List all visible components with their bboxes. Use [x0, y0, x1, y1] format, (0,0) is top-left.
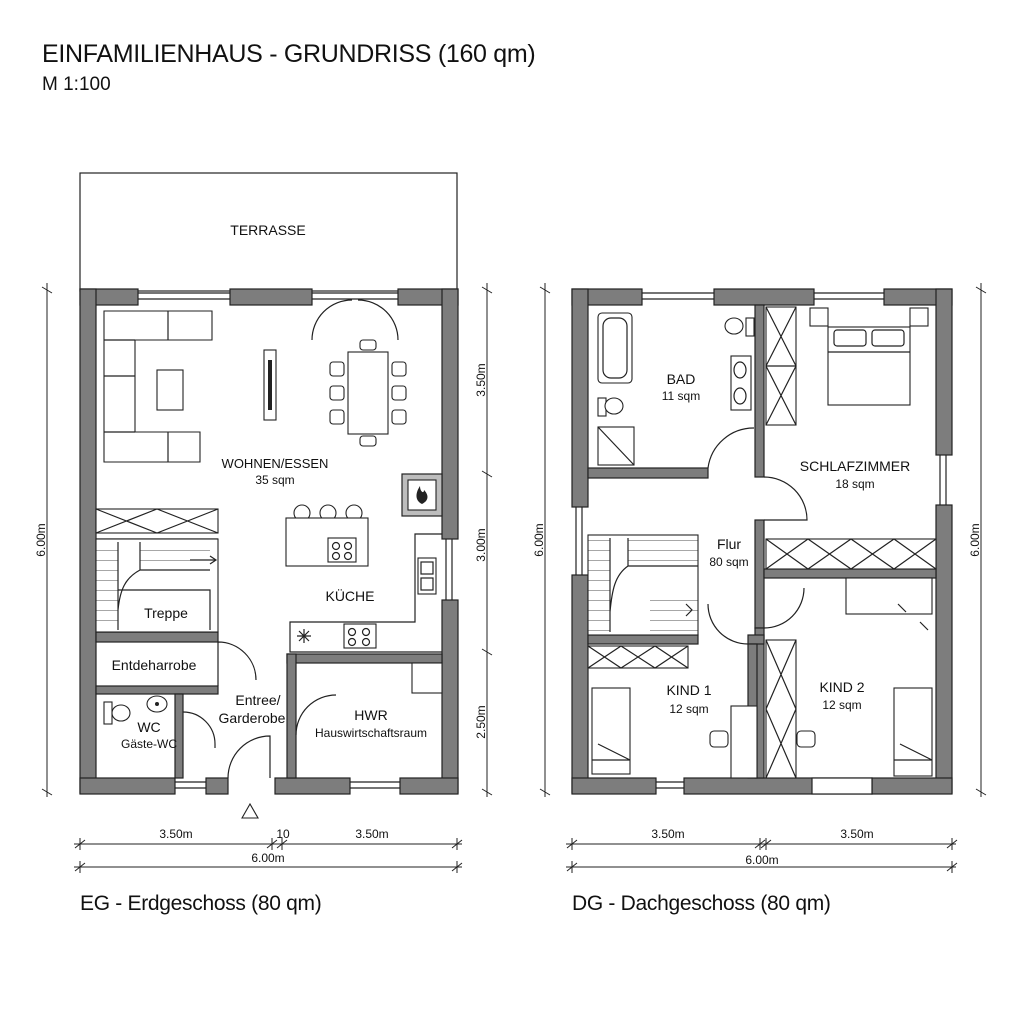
- eg-floor-plan: TERRASSE: [34, 172, 493, 873]
- dg-outer-walls: [571, 288, 953, 795]
- eg-dimensions: 6.00m 3.50m 3.00m 2.50m 3.50m 10 3.50m 6…: [34, 283, 493, 873]
- dg-dim-right: 6.00m: [968, 523, 982, 556]
- dg-dim-left: 6.00m: [532, 523, 546, 556]
- eg-room-wc: WC: [137, 719, 160, 735]
- dg-caption: DG - Dachgeschoss (80 qm): [572, 892, 831, 915]
- schlafzimmer-furniture: [763, 306, 937, 570]
- dg-dim-bottom-right: 3.50m: [840, 827, 873, 841]
- eg-room-wohnen-area: 35 sqm: [255, 473, 294, 487]
- dg-room-kind2: KIND 2: [819, 679, 864, 695]
- double-bed: [827, 326, 911, 406]
- dg-dim-bottom-total: 6.00m: [745, 853, 778, 867]
- eg-room-terrasse: TERRASSE: [230, 222, 305, 238]
- kind2-bed: [893, 687, 933, 777]
- eg-room-entdeharrobe: Entdeharrobe: [112, 657, 197, 673]
- eg-wardrobe: [95, 508, 219, 534]
- kitchen-island: [285, 504, 369, 567]
- eg-dim-bottom-mid: 10: [276, 827, 290, 841]
- eg-caption: EG - Erdgeschoss (80 qm): [80, 892, 322, 915]
- eg-dim-right-mid: 3.00m: [474, 528, 488, 561]
- kind1-furniture: [587, 645, 758, 779]
- dg-dimensions: 6.00m 6.00m 3.50m 3.50m 6.00m: [532, 283, 987, 873]
- dg-room-bad-area: 11 sqm: [662, 389, 700, 403]
- coffee-table: [156, 369, 184, 411]
- dining-table: [329, 339, 407, 447]
- eg-room-treppe: Treppe: [144, 605, 188, 621]
- dg-room-kind1-area: 12 sqm: [669, 702, 708, 716]
- eg-room-hwr: HWR: [354, 707, 387, 723]
- eg-room-entree-2: Garderobe: [219, 710, 286, 726]
- dg-room-kind1: KIND 1: [666, 682, 711, 698]
- dg-room-bad: BAD: [667, 371, 696, 387]
- terrace-door: [311, 299, 399, 341]
- eg-dim-bottom-total: 6.00m: [251, 851, 284, 865]
- eg-room-entree-1: Entree/: [235, 692, 280, 708]
- dg-room-kind2-area: 12 sqm: [822, 698, 861, 712]
- dg-floor-plan: BAD 11 sqm SCHLAFZIMMER 18 sqm Fl: [532, 283, 987, 873]
- eg-outer-walls: [79, 288, 459, 795]
- double-sink: [730, 355, 752, 411]
- entrance-arrow-icon: [241, 802, 259, 819]
- bathroom-fixtures: [597, 312, 755, 469]
- scale-label: M 1:100: [42, 74, 111, 95]
- dg-room-schlafzimmer: SCHLAFZIMMER: [800, 458, 910, 474]
- eg-dim-bottom-left: 3.50m: [159, 827, 192, 841]
- eg-dim-right-top: 3.50m: [474, 363, 488, 396]
- wc-fixtures: [103, 695, 216, 748]
- eg-room-hwr-sub: Hauswirtschaftsraum: [315, 726, 427, 740]
- dg-room-flur: Flur: [717, 536, 741, 552]
- eg-staircase: [95, 538, 219, 633]
- dg-dim-bottom-left: 3.50m: [651, 827, 684, 841]
- eg-room-wohnen: WOHNEN/ESSEN: [222, 456, 329, 471]
- toilet: [604, 397, 624, 415]
- kind1-desk: [730, 705, 758, 779]
- dg-staircase: [587, 534, 699, 636]
- sofa: [103, 310, 213, 463]
- kind2-furniture: [765, 577, 933, 779]
- dg-room-flur-area: 80 sqm: [709, 555, 748, 569]
- eg-dim-left: 6.00m: [34, 523, 48, 556]
- bathtub: [597, 312, 633, 384]
- page-title: EINFAMILIENHAUS - GRUNDRISS (160 qm): [42, 40, 536, 68]
- hwr-appliance: [411, 662, 443, 694]
- entrance-door: [227, 694, 337, 779]
- eg-dim-right-bottom: 2.50m: [474, 705, 488, 738]
- fireplace-flame-icon: [401, 473, 443, 517]
- kind1-bed: [591, 687, 631, 775]
- eg-room-wc-sub: Gäste-WC: [121, 737, 177, 751]
- eg-dim-bottom-right: 3.50m: [355, 827, 388, 841]
- eg-room-kueche: KÜCHE: [325, 587, 374, 604]
- dg-room-schlafzimmer-area: 18 sqm: [835, 477, 874, 491]
- kitchen-counter: [289, 533, 442, 653]
